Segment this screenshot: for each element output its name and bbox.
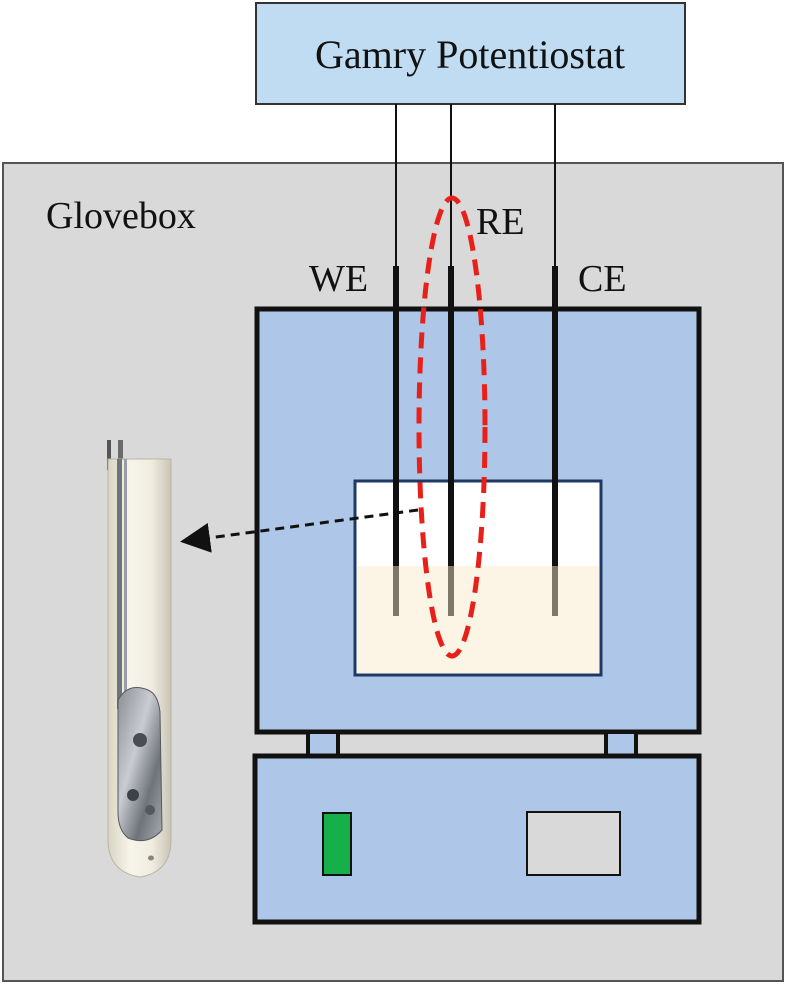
re-label: RE	[476, 201, 525, 243]
re-highlight-ellipse	[416, 195, 488, 659]
hinge-right	[604, 730, 638, 758]
we-label: WE	[309, 258, 368, 300]
glovebox-label: Glovebox	[46, 195, 196, 237]
potentiostat-label: Gamry Potentiostat	[315, 32, 625, 77]
power-indicator	[322, 812, 352, 876]
potentiostat-box	[255, 2, 686, 105]
callout-arrow	[180, 508, 419, 553]
tube-electrode-photo	[107, 440, 172, 878]
furnace-controller-base	[252, 753, 702, 925]
display-panel	[526, 811, 621, 876]
ce-label: CE	[578, 258, 627, 300]
hinge-left	[306, 730, 340, 758]
